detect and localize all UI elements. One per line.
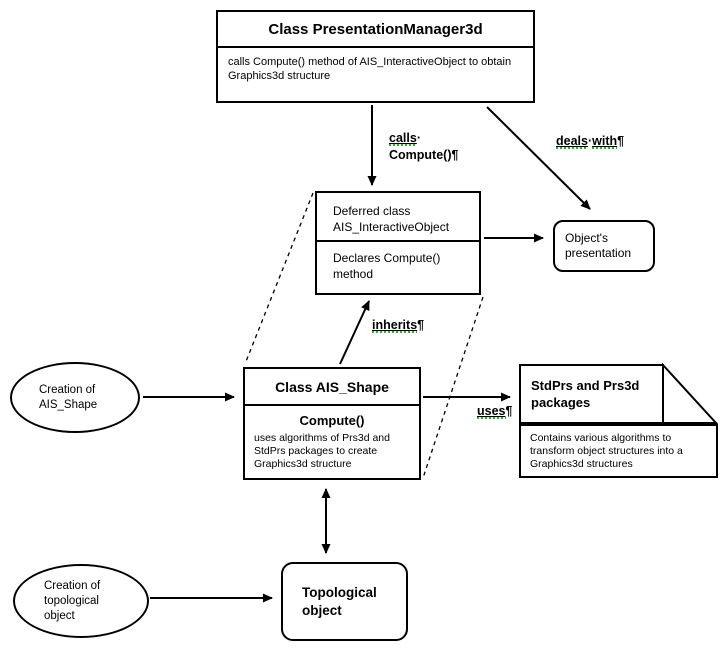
ais-shape-method: Compute() xyxy=(299,413,365,428)
deferred-class-title: Deferred class AIS_InteractiveObject xyxy=(317,193,479,242)
inherits-label: inherits¶ xyxy=(372,317,424,334)
object-presentation-label: Object's presentation xyxy=(565,231,632,260)
object-presentation-box: Object's presentation xyxy=(553,220,655,272)
presentation-manager-title: Class PresentationManager3d xyxy=(218,12,533,48)
pilcrow-mark: ¶ xyxy=(451,148,459,162)
pilcrow-mark: ¶ xyxy=(617,134,625,148)
arrow-deals-with xyxy=(486,106,591,210)
with-word: with xyxy=(592,134,618,149)
uses-word: uses xyxy=(477,404,506,419)
topological-object-label: Topological object xyxy=(302,584,377,618)
deferred-class-box: Deferred class AIS_InteractiveObject Dec… xyxy=(315,191,481,295)
deferred-class-body: Declares Compute() method xyxy=(333,251,441,281)
calls-label-line2: Compute()¶ xyxy=(389,147,458,164)
stdprs-body: Contains various algorithms to transform… xyxy=(530,432,683,470)
ais-shape-body: uses algorithms of Prs3d and StdPrs pack… xyxy=(254,432,390,470)
calls-word: calls xyxy=(389,131,417,146)
creation-topological-label: Creation of topological object xyxy=(44,579,101,622)
creation-ais-shape-label: Creation of AIS_Shape xyxy=(39,383,98,411)
space-dot-mark: · xyxy=(416,131,421,145)
creation-ais-shape-ellipse: Creation of AIS_Shape xyxy=(10,362,140,433)
presentation-manager-box: Class PresentationManager3d calls Comput… xyxy=(216,10,535,103)
pilcrow-mark: ¶ xyxy=(505,404,513,418)
presentation-manager-body: calls Compute() method of AIS_Interactiv… xyxy=(228,56,512,82)
stdprs-title-box: StdPrs and Prs3d packages xyxy=(519,364,664,424)
arrow-inherits xyxy=(339,300,370,365)
uses-label: uses¶ xyxy=(477,403,512,420)
dashed-link-left xyxy=(244,192,314,365)
deals-with-label: deals·with¶ xyxy=(556,133,624,150)
topological-object-box: Topological object xyxy=(281,562,408,641)
ais-shape-title: Class AIS_Shape xyxy=(245,369,419,406)
dashed-link-right xyxy=(422,296,484,479)
pilcrow-mark: ¶ xyxy=(417,318,425,332)
calls-compute-label: calls· Compute()¶ xyxy=(389,130,458,164)
stdprs-body-box: Contains various algorithms to transform… xyxy=(519,424,718,478)
stdprs-fold-corner xyxy=(662,362,719,424)
calls-label-line1: calls· xyxy=(389,130,458,147)
ais-shape-box: Class AIS_Shape Compute() uses algorithm… xyxy=(243,367,421,480)
creation-topological-ellipse: Creation of topological object xyxy=(13,564,149,638)
inherits-word: inherits xyxy=(372,318,418,333)
stdprs-title: StdPrs and Prs3d packages xyxy=(531,378,640,410)
compute-word: Compute() xyxy=(389,148,452,162)
deals-word: deals xyxy=(556,134,588,149)
